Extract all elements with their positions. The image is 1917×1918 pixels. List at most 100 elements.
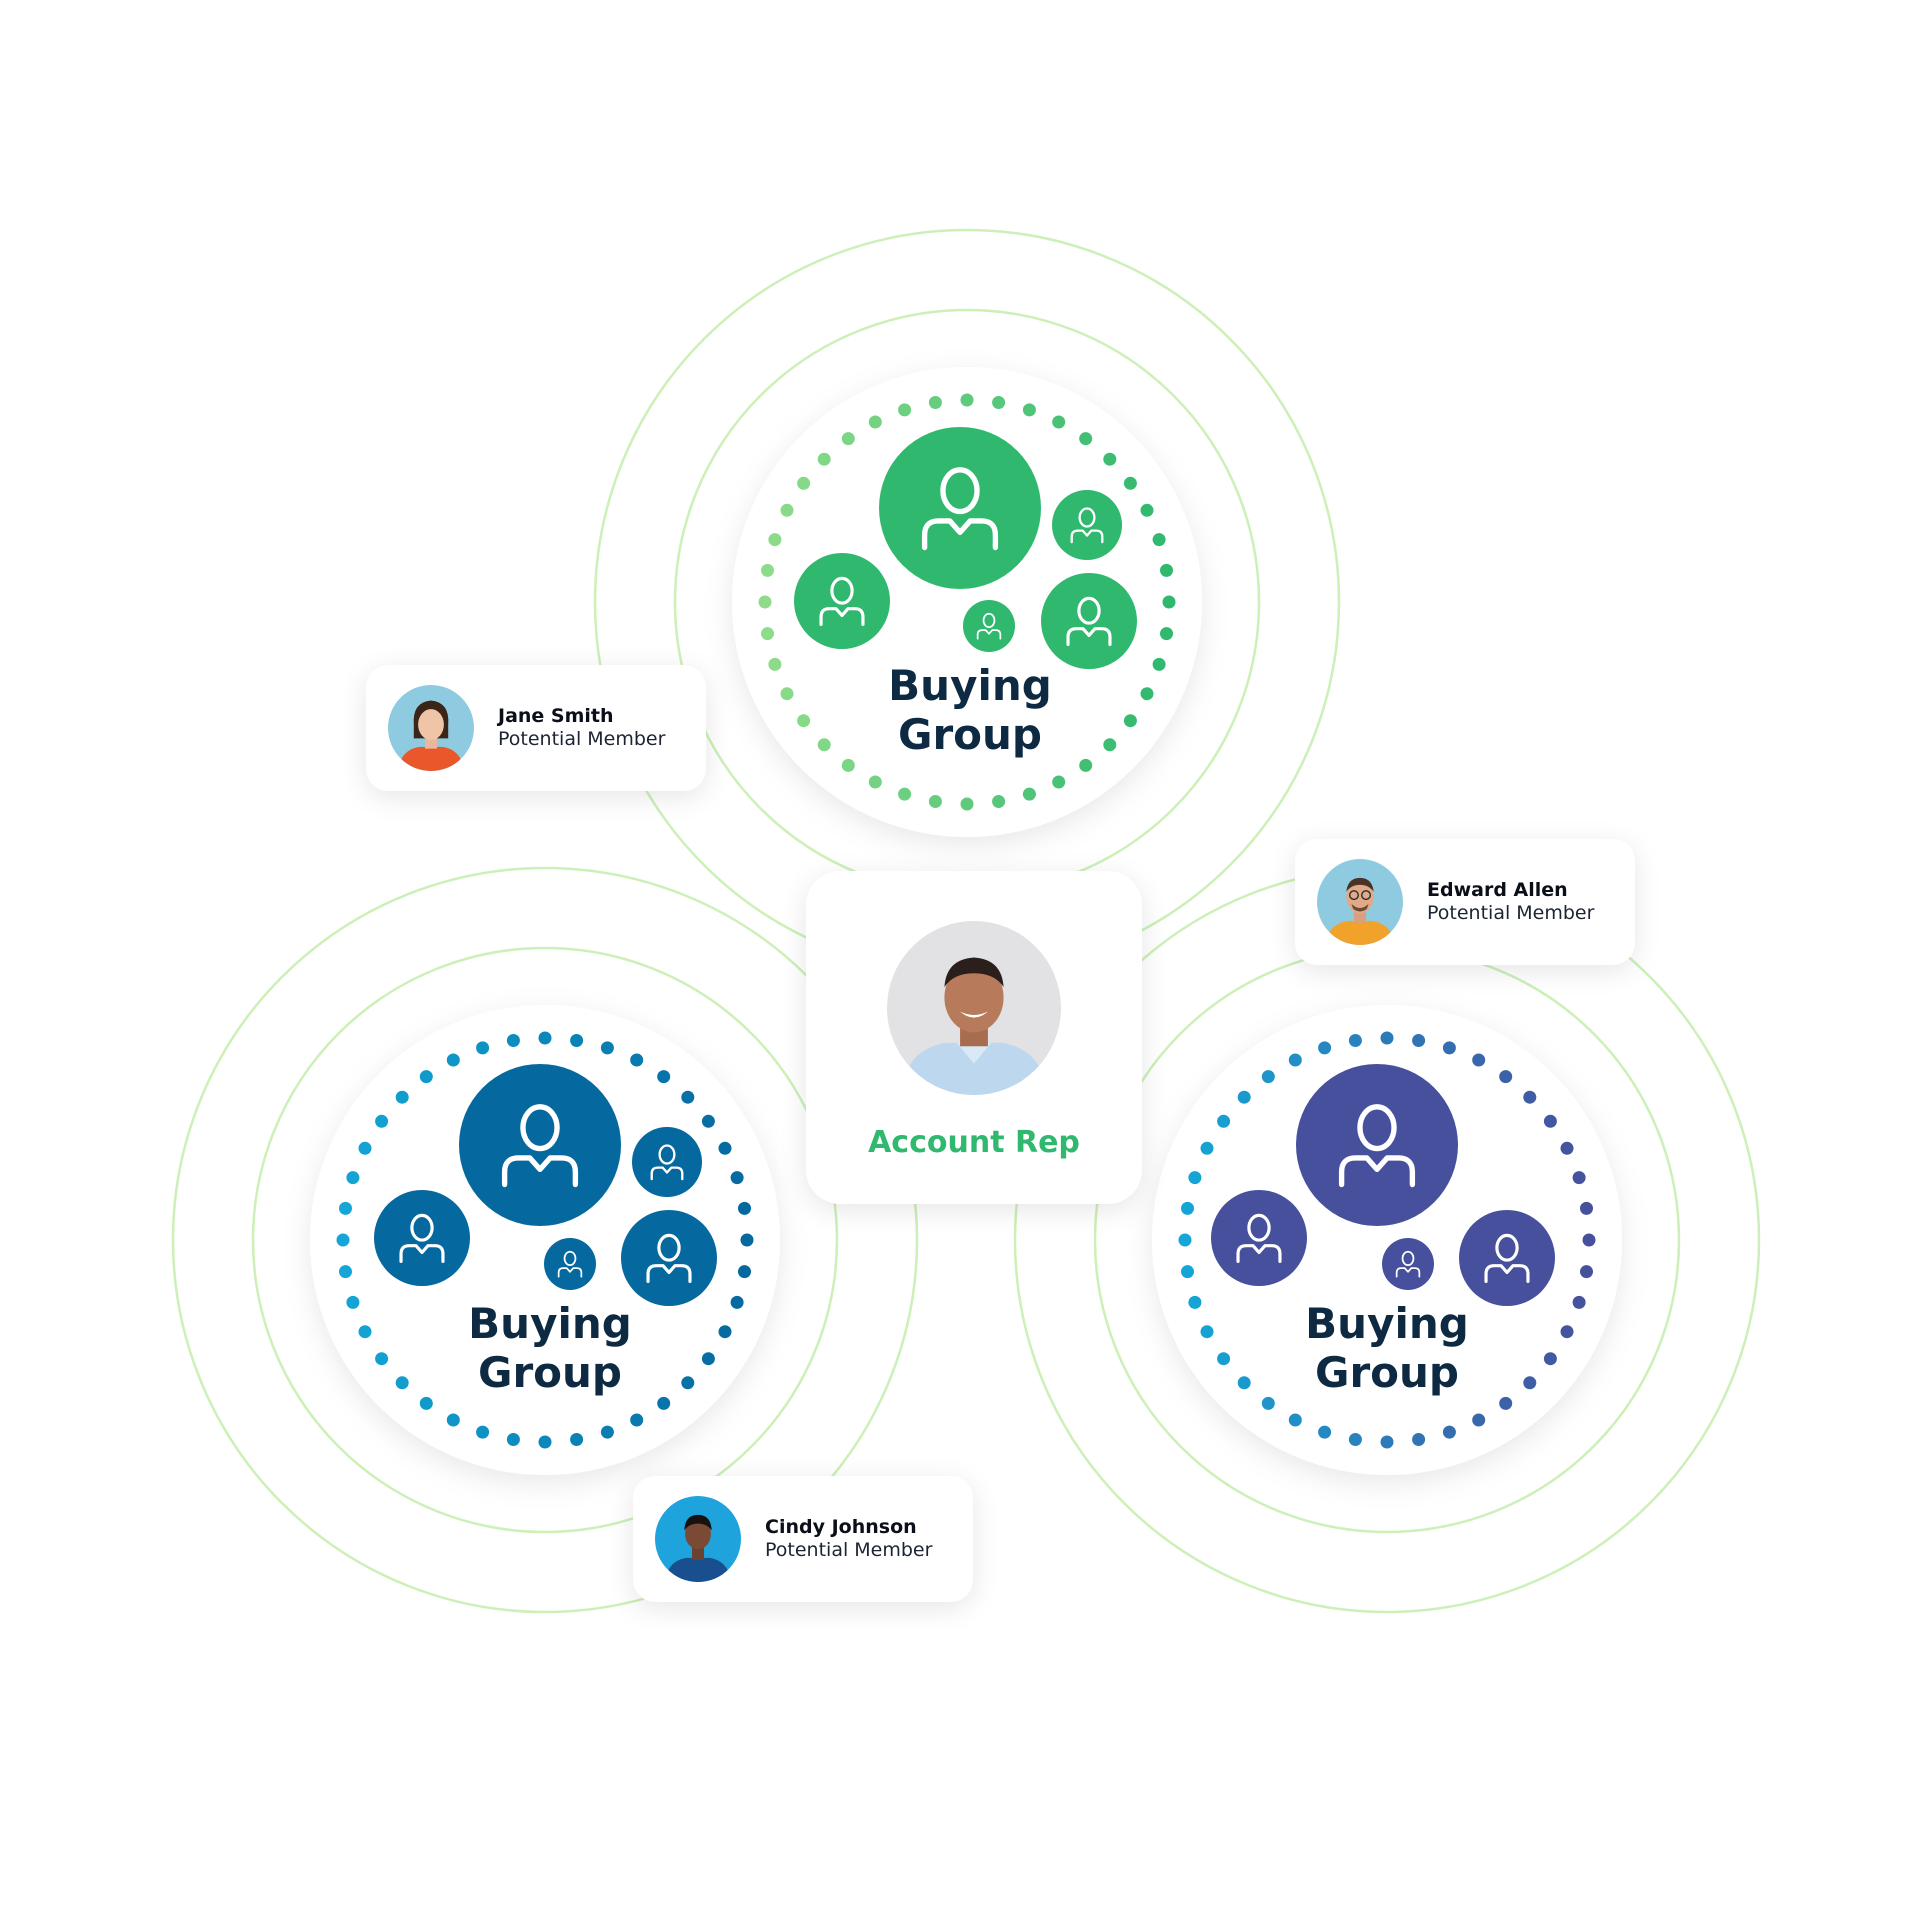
member-name: Edward Allen bbox=[1427, 879, 1568, 902]
group-disc bbox=[732, 367, 1202, 837]
ring-dot bbox=[600, 1041, 614, 1055]
ring-dot bbox=[1152, 657, 1166, 671]
ring-dot bbox=[339, 1201, 352, 1215]
ring-dot bbox=[761, 627, 774, 641]
ring-dot bbox=[1160, 563, 1173, 577]
member-name: Jane Smith bbox=[498, 705, 614, 728]
ring-dot bbox=[1200, 1325, 1214, 1339]
woman-orange-shirt-photo-icon bbox=[388, 685, 474, 771]
dotted-ring bbox=[336, 1031, 754, 1449]
group-label-line2: Group bbox=[478, 1348, 622, 1397]
ring-dot bbox=[538, 1031, 552, 1045]
ring-dot bbox=[730, 1295, 744, 1309]
group-label-line1: Buying bbox=[468, 1299, 632, 1348]
account-rep-label: Account Rep bbox=[868, 1125, 1080, 1160]
ring-dot bbox=[476, 1425, 490, 1439]
person-icon bbox=[632, 1127, 702, 1197]
person-icon bbox=[963, 600, 1015, 652]
ring-dot bbox=[1582, 1233, 1596, 1247]
ring-dot bbox=[841, 432, 855, 446]
group-disc bbox=[310, 1005, 780, 1475]
ring-dot bbox=[570, 1433, 584, 1446]
ring-dot bbox=[358, 1325, 372, 1339]
ring-dot bbox=[506, 1034, 520, 1047]
person-icon-disc bbox=[632, 1127, 702, 1197]
ring-dot bbox=[868, 775, 882, 789]
person-icon-disc bbox=[459, 1064, 621, 1226]
ring-dot bbox=[630, 1053, 644, 1067]
ring-dot bbox=[446, 1053, 460, 1067]
group-members bbox=[1211, 1064, 1555, 1306]
ring-dot bbox=[768, 657, 782, 671]
ring-dot bbox=[730, 1171, 744, 1185]
person-icon bbox=[621, 1210, 717, 1306]
buying-group-top: Buying Group bbox=[732, 367, 1202, 837]
ring-dot bbox=[1079, 758, 1093, 772]
member-card-cindy-johnson[interactable]: Cindy Johnson Potential Member bbox=[633, 1476, 973, 1602]
ring-dot bbox=[1152, 533, 1166, 547]
member-card-edward-allen[interactable]: Edward Allen Potential Member bbox=[1295, 839, 1635, 965]
ring-dot bbox=[1348, 1034, 1362, 1047]
ring-dot bbox=[1217, 1352, 1231, 1366]
group-label-line1: Buying bbox=[888, 661, 1052, 710]
person-icon bbox=[374, 1190, 470, 1286]
ring-dot bbox=[1580, 1265, 1593, 1279]
account-rep-avatar bbox=[887, 921, 1061, 1095]
ring-dot bbox=[1380, 1031, 1394, 1045]
ring-dot bbox=[780, 687, 794, 701]
ring-dot bbox=[761, 563, 774, 577]
ring-dot bbox=[1288, 1413, 1302, 1427]
ring-dot bbox=[657, 1070, 671, 1084]
member-role: Potential Member bbox=[1427, 902, 1595, 924]
group-label-line2: Group bbox=[1315, 1348, 1459, 1397]
ring-dot bbox=[1103, 738, 1117, 752]
ring-dot bbox=[1261, 1070, 1275, 1084]
ring-dot bbox=[395, 1090, 409, 1104]
dotted-ring bbox=[1178, 1031, 1596, 1449]
ring-dot bbox=[1560, 1141, 1574, 1155]
member-card-jane-smith[interactable]: Jane Smith Potential Member bbox=[366, 665, 706, 791]
person-icon-disc bbox=[1052, 490, 1122, 560]
account-rep-card[interactable]: Account Rep bbox=[806, 871, 1142, 1204]
person-icon bbox=[1296, 1064, 1458, 1226]
ring-dot bbox=[1523, 1090, 1537, 1104]
ring-dot bbox=[1237, 1376, 1251, 1390]
ring-dot bbox=[1181, 1201, 1194, 1215]
ring-dot bbox=[1442, 1041, 1456, 1055]
ring-dot bbox=[538, 1435, 552, 1449]
ring-dot bbox=[1472, 1053, 1486, 1067]
ring-dot bbox=[375, 1114, 389, 1128]
ring-dot bbox=[1318, 1425, 1332, 1439]
person-icon bbox=[1052, 490, 1122, 560]
ring-dot bbox=[570, 1034, 584, 1047]
ring-dot bbox=[346, 1295, 360, 1309]
person-icon bbox=[879, 427, 1041, 589]
ring-dot bbox=[1261, 1396, 1275, 1410]
ring-dot bbox=[1499, 1396, 1513, 1410]
woman-blue-shirt-photo-icon bbox=[655, 1496, 741, 1582]
ring-left-outer bbox=[171, 866, 919, 1614]
ring-dot bbox=[992, 396, 1006, 409]
ring-dot bbox=[701, 1352, 715, 1366]
ring-dot bbox=[718, 1141, 732, 1155]
ring-dot bbox=[506, 1433, 520, 1446]
ring-dot bbox=[446, 1413, 460, 1427]
person-icon bbox=[1211, 1190, 1307, 1286]
person-icon-disc bbox=[1459, 1210, 1555, 1306]
ring-dot bbox=[960, 393, 974, 407]
ring-dot bbox=[1103, 452, 1117, 466]
person-icon bbox=[1041, 573, 1137, 669]
ring-dot bbox=[1442, 1425, 1456, 1439]
smiling-man-photo-icon bbox=[887, 921, 1061, 1095]
group-label-line2: Group bbox=[898, 710, 1042, 759]
ring-dot bbox=[817, 452, 831, 466]
person-icon-disc bbox=[1382, 1238, 1434, 1290]
ring-dot bbox=[1580, 1201, 1593, 1215]
ring-dot bbox=[1412, 1433, 1426, 1446]
person-icon bbox=[1382, 1238, 1434, 1290]
person-icon bbox=[544, 1238, 596, 1290]
ring-dot bbox=[992, 795, 1006, 808]
ring-dot bbox=[738, 1265, 751, 1279]
ring-dot bbox=[797, 714, 811, 728]
